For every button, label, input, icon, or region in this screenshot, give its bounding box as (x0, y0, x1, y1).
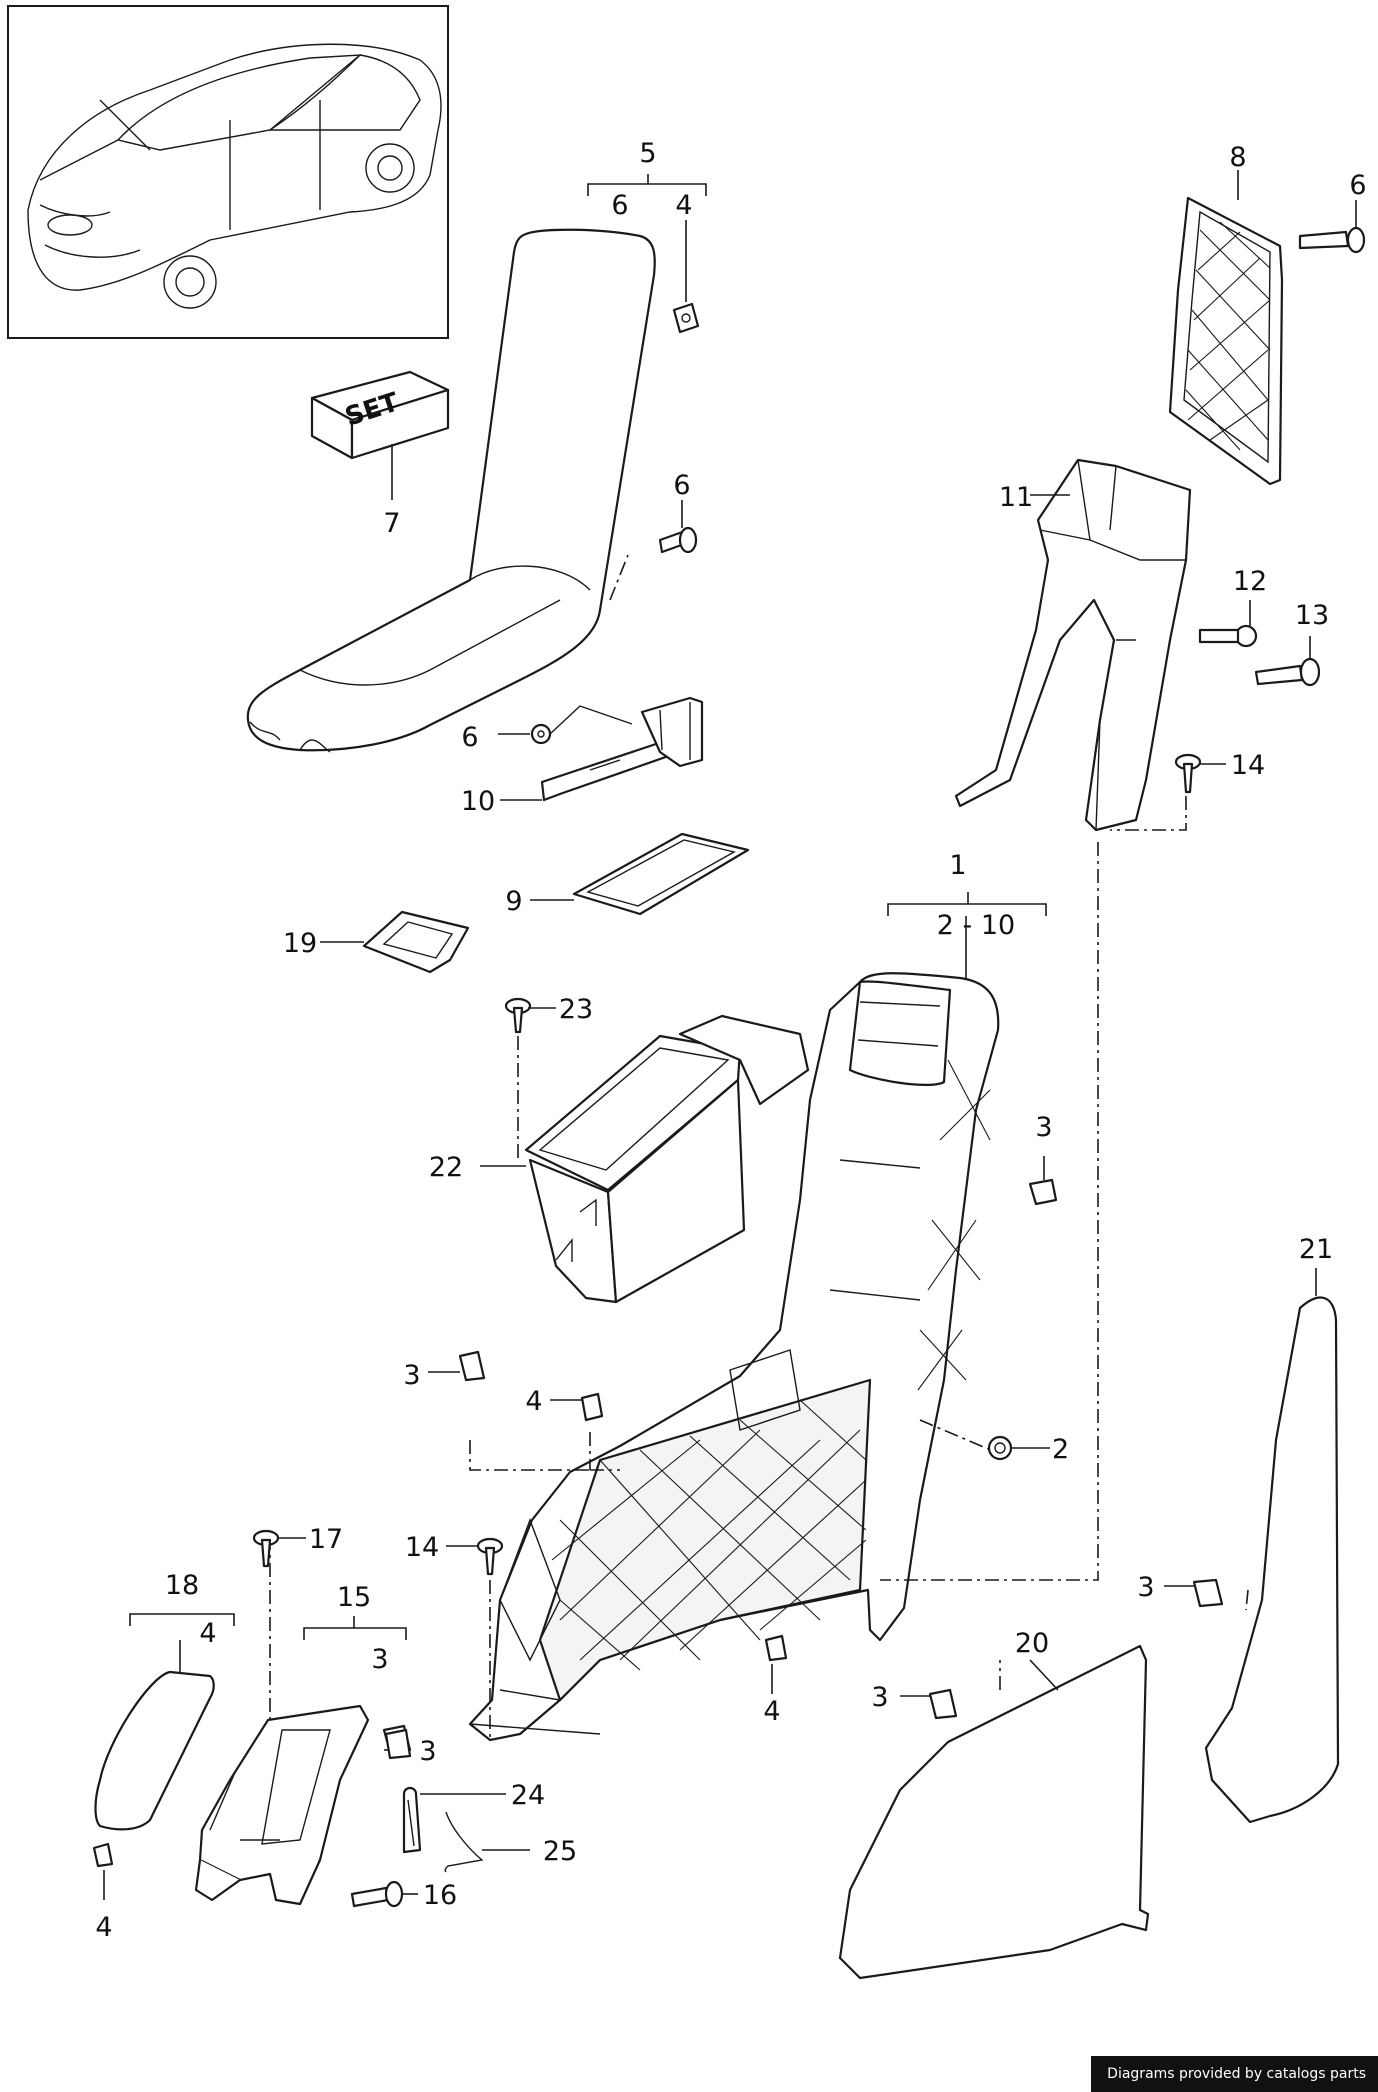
grommet (987, 1435, 1050, 1461)
callout-3-b: 3 (403, 1360, 420, 1391)
armrest-hinge-bracket (498, 696, 704, 802)
storage-mat (530, 832, 750, 916)
latch-parts-24-25 (402, 1786, 530, 1873)
credit-badge: Diagrams provided by catalogs parts (1091, 2056, 1378, 2092)
callout-14-b: 14 (405, 1532, 439, 1563)
side-trim-right (1204, 1268, 1340, 1824)
callout-16: 16 (423, 1880, 457, 1911)
callout-8: 8 (1229, 142, 1246, 173)
screw-16 (350, 1880, 418, 1908)
callout-4-a: 4 (525, 1386, 542, 1417)
callout-11: 11 (999, 482, 1033, 513)
callout-2: 2 (1052, 1434, 1069, 1465)
callout-6-a: 6 (611, 190, 628, 221)
callout-3-f: 3 (371, 1644, 388, 1675)
callout-4-e: 4 (675, 190, 692, 221)
armrest-lid (246, 228, 656, 753)
callout-9: 9 (505, 886, 522, 917)
callout-21: 21 (1299, 1234, 1333, 1265)
callout-7: 7 (383, 508, 400, 539)
callout-15: 15 (337, 1582, 371, 1613)
console-rear-bracket (954, 458, 1192, 832)
storage-box-insert (480, 1014, 810, 1304)
screw-12 (1198, 600, 1258, 648)
repair-kit-box: SET (310, 370, 450, 500)
speed-nuts (92, 1392, 788, 1900)
callout-25: 25 (543, 1836, 577, 1867)
callout-17: 17 (309, 1524, 343, 1555)
rear-mesh-panel (1168, 170, 1284, 486)
callout-12: 12 (1233, 566, 1267, 597)
clip-tray (320, 910, 470, 974)
callout-6-b: 6 (673, 470, 690, 501)
vehicle-thumbnail (7, 5, 449, 339)
callout-20: 20 (1015, 1628, 1049, 1659)
callout-4-c: 4 (95, 1912, 112, 1943)
callout-labels: 1 2 - 10 2 3 3 3 3 3 3 4 4 4 4 4 5 6 6 6… (95, 138, 1366, 1943)
front-cover-pad (94, 1640, 215, 1831)
callout-18: 18 (165, 1570, 199, 1601)
screw-23 (504, 997, 556, 1160)
screw-17 (252, 1529, 306, 1568)
callout-3-a: 3 (1035, 1112, 1052, 1143)
callout-4-b: 4 (763, 1696, 780, 1727)
panel-screw (1298, 200, 1366, 254)
group-brackets (129, 174, 1047, 1640)
screw-14-upper (1174, 753, 1226, 794)
callout-22: 22 (429, 1152, 463, 1183)
callout-3-e: 3 (419, 1736, 436, 1767)
lid-screw (658, 500, 698, 554)
assembly-lines (269, 796, 1249, 1760)
callout-19: 19 (283, 928, 317, 959)
latch-nut (672, 220, 700, 334)
callout-6-d: 6 (1349, 170, 1366, 201)
callout-24: 24 (511, 1780, 545, 1811)
callout-3-c: 3 (1137, 1572, 1154, 1603)
callout-14-a: 14 (1231, 750, 1265, 781)
center-console-housing (468, 972, 1000, 1742)
callout-4-d: 4 (199, 1618, 216, 1649)
side-trim-panel (838, 1644, 1150, 1980)
callout-2-10: 2 - 10 (937, 910, 1015, 941)
callout-13: 13 (1295, 600, 1329, 631)
callout-1: 1 (949, 850, 966, 881)
callout-5: 5 (639, 138, 656, 169)
front-bracket (194, 1704, 412, 1906)
callout-10: 10 (461, 786, 495, 817)
callout-6-c: 6 (461, 722, 478, 753)
screw-14-lower (446, 1537, 504, 1576)
screw-13 (1254, 636, 1321, 687)
callout-23: 23 (559, 994, 593, 1025)
callout-3-d: 3 (871, 1682, 888, 1713)
